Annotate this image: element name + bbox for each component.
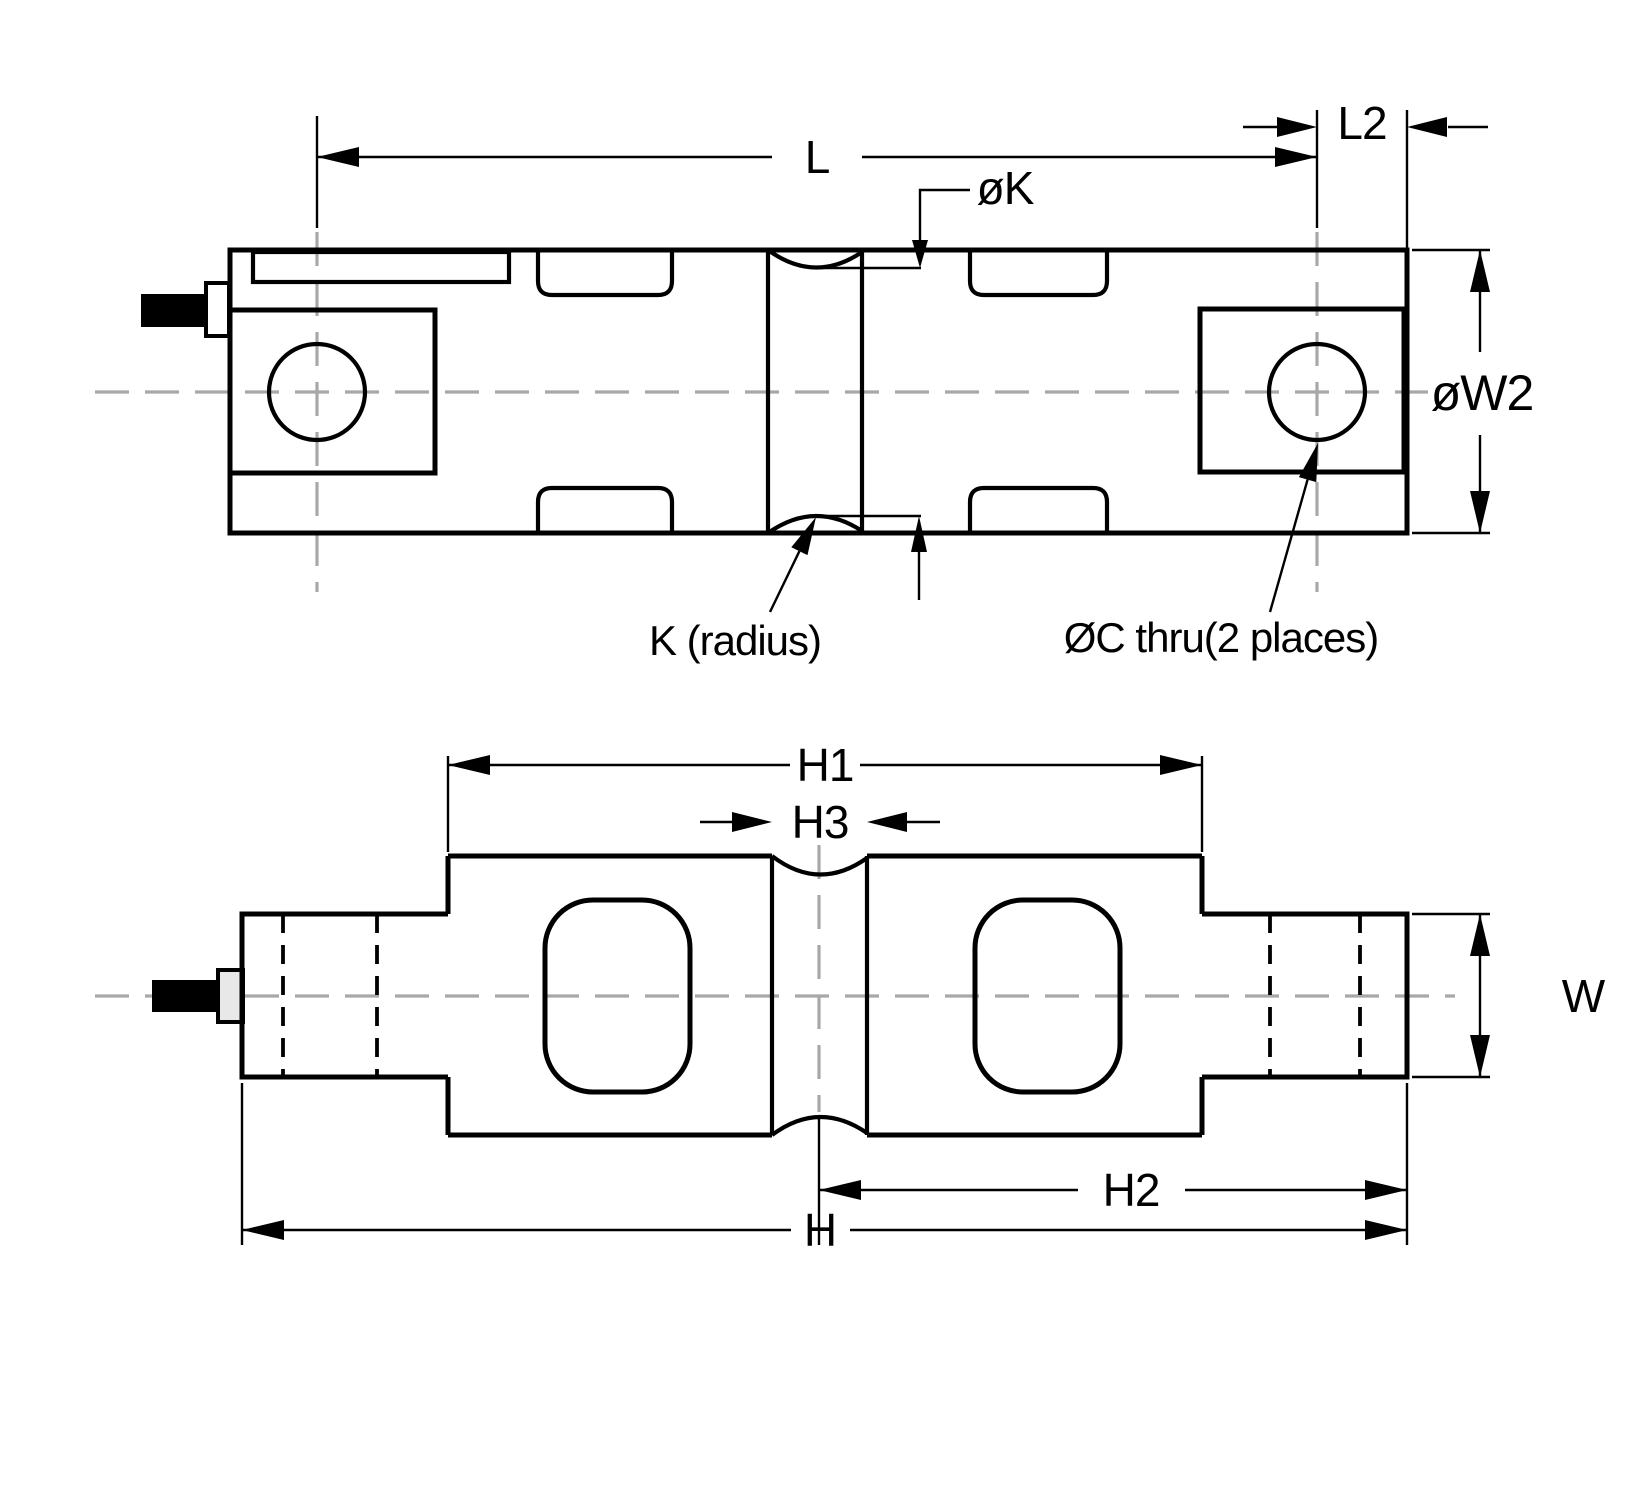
side-view: H1 H3 W H2 H [95,739,1607,1256]
label-OC-thru: ØC thru(2 places) [1064,614,1378,661]
dim-label-H3: H3 [792,796,849,848]
arrowhead-H2-right [1365,1180,1407,1200]
slot-bottom-right [967,485,1110,533]
dim-label-H: H [804,1204,836,1256]
ext-lines-H1 [446,756,1204,852]
arrowhead-OC-thru [1298,443,1318,483]
obround-slot-left [542,897,693,1095]
label-K-radius: K (radius) [649,617,821,664]
nameplate-recess [250,249,512,285]
slot-bottom-left [535,485,675,533]
arrowhead-H1-right [1160,755,1202,775]
top-view: L L2 øK øW2 K (radius) ØC thru(2 places) [95,97,1534,664]
leader-line-K-radius [768,550,801,613]
side-left-end-block [239,911,448,1080]
arrowhead-H2-left [819,1180,861,1200]
thru-hole-right [1266,341,1368,443]
cable-gland-side [152,980,220,1012]
dim-label-W: W [1562,970,1606,1022]
arrowhead-oW2-bottom [1470,491,1490,533]
slot-top-left [535,250,675,298]
dim-label-oK: øK [977,162,1035,214]
arrowhead-L2-left [1277,117,1317,137]
arrowhead-oW2-top [1470,250,1490,292]
slot-top-right [967,250,1110,298]
pocket-square-left [227,307,438,476]
ext-lines-W [1412,912,1490,1079]
dim-label-L2: L2 [1337,97,1386,149]
arrowhead-W-bottom [1470,1035,1490,1077]
arrowhead-H-right [1365,1220,1407,1240]
arrowhead-H3-right [867,812,907,832]
dim-label-H2: H2 [1103,1164,1160,1216]
leader-line-oK [918,188,970,240]
obround-slot-right [972,897,1123,1095]
arrowhead-W-top [1470,914,1490,956]
cable-gland-top [141,294,205,327]
arrowhead-H-left [242,1220,284,1240]
thru-hole-left [266,341,368,443]
arrowhead-L2-right [1407,117,1447,137]
dim-label-oW2: øW2 [1431,365,1534,421]
arrowhead-L-left [317,147,359,167]
arrowhead-oK-up [911,516,927,552]
neck-arc-top [766,248,864,270]
arrowhead-oK-down [912,240,928,268]
side-right-end-block [1202,911,1410,1080]
cable-collar-side [216,968,245,1024]
dim-label-H1: H1 [797,739,854,791]
dim-label-L: L [805,131,830,183]
cable-collar-top [204,281,231,338]
arrowhead-K-radius [791,517,816,556]
arrowhead-H1-left [448,755,490,775]
ext-lines-oW2 [1412,248,1490,535]
leader-line-OC-thru [1268,479,1309,613]
arrowhead-H3-left [732,812,772,832]
arrowhead-L-right [1275,147,1317,167]
side-neck-arc-top [770,854,869,877]
